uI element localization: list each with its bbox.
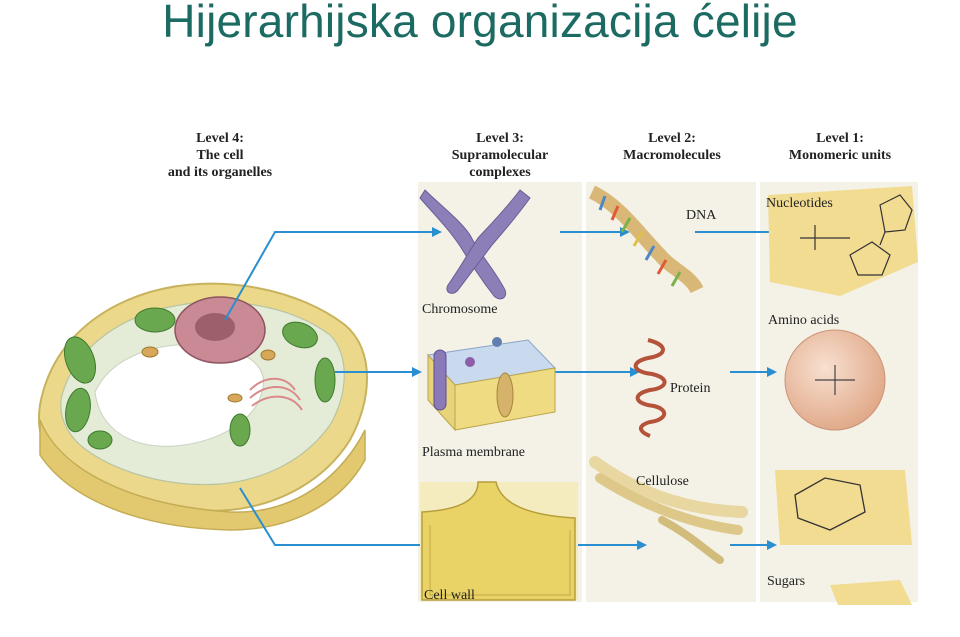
plasma-membrane-illustration [427,337,557,432]
nucleotides-label: Nucleotides [766,196,833,211]
level-3-number: Level 3: [476,131,524,146]
level-4-name: The cell [196,148,244,163]
plasma-membrane-label: Plasma membrane [422,445,526,460]
protein-helix-illustration [633,338,667,438]
level-2-name: Macromolecules [623,148,721,163]
dna-helix-illustration [588,185,704,294]
mitochondria [141,346,276,403]
protein-label: Protein [670,381,711,396]
arrow-wall-to-cellwall [239,487,442,550]
level-4-heading: Level 4: The cell and its organelles [140,130,300,181]
golgi-apparatus [249,377,303,411]
amino-acids-label: Amino acids [768,313,840,328]
arrow-nucleus-to-chromosome [224,227,442,321]
level-3-name: Supramolecular [451,148,549,163]
cellulose-label: Cellulose [636,474,689,489]
level-1-number: Level 1: [816,131,864,146]
chromosome-illustration [419,189,531,300]
level-2-number: Level 2: [648,131,696,146]
cellulose-illustration [589,456,748,564]
level-4-number: Level 4: [196,131,244,146]
connector-arrows [224,227,797,550]
level-1-heading: Level 1: Monomeric units [760,130,920,164]
page-title: Hijerarhijska organizacija ćelije [162,0,798,47]
chloroplasts [63,307,336,450]
chromosome-label: Chromosome [422,302,498,317]
level-1-name: Monomeric units [788,148,892,163]
amino-acid-illustration [784,329,886,431]
level-3-name-2: complexes [469,165,531,180]
cell-wall-label: Cell wall [424,588,475,603]
nucleotide-structure-illustration [768,186,918,296]
level-2-heading: Level 2: Macromolecules [592,130,752,164]
level-4-name-2: and its organelles [167,165,273,180]
cell-wall-illustration [420,481,578,601]
dna-label: DNA [686,208,717,223]
plant-cell-illustration [38,282,368,531]
nucleus [174,296,266,364]
sugars-label: Sugars [767,574,806,589]
level-3-heading: Level 3: Supramolecular complexes [420,130,580,181]
cell-wall-front [39,419,366,531]
sugar-structure-illustration [775,470,912,605]
